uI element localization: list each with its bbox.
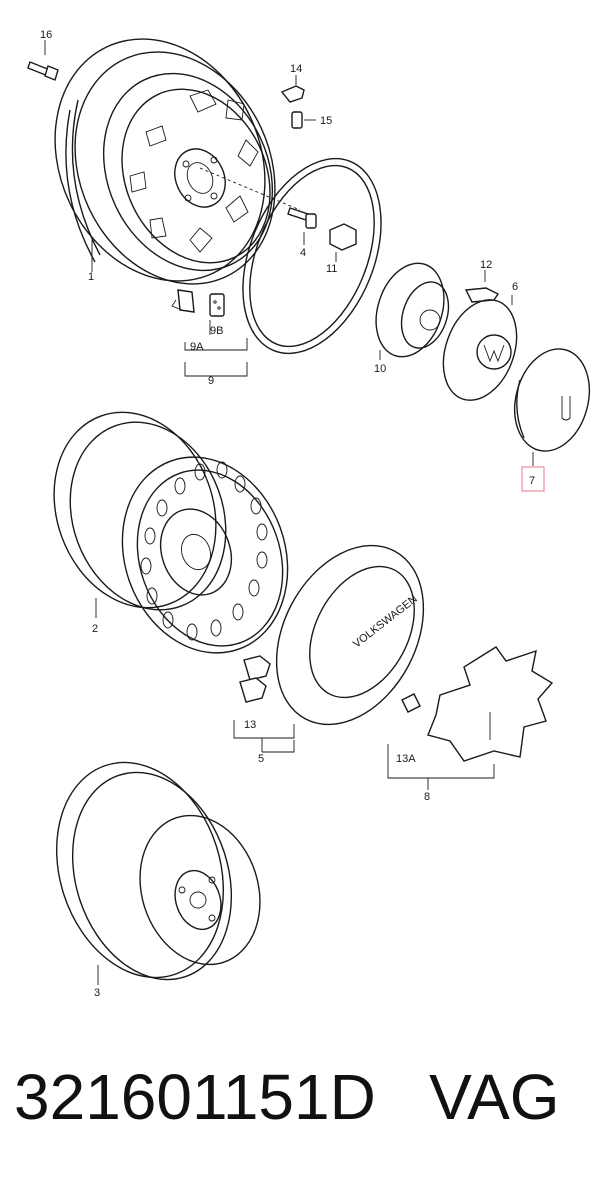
wheel-1 bbox=[54, 38, 301, 285]
callout-13: 13 bbox=[244, 719, 256, 731]
clip-13 bbox=[239, 655, 271, 703]
callout-14: 14 bbox=[290, 63, 302, 75]
callout-2: 2 bbox=[92, 623, 98, 635]
callout-13a: 13A bbox=[396, 753, 416, 765]
callout-7: 7 bbox=[529, 475, 535, 487]
trim-ring-9 bbox=[242, 157, 382, 355]
screw-15 bbox=[291, 111, 316, 129]
callout-7-highlight bbox=[521, 466, 545, 492]
bracket-9 bbox=[184, 320, 248, 377]
nut-11 bbox=[329, 223, 357, 262]
part-number-caption: 321601151D VAG bbox=[14, 1060, 594, 1134]
clip-14 bbox=[280, 75, 305, 103]
wheel-bolt-16 bbox=[27, 40, 59, 81]
wheel-2 bbox=[53, 411, 289, 654]
hub-cap-10 bbox=[375, 262, 450, 360]
callout-12: 12 bbox=[480, 259, 492, 271]
brand-name: VAG bbox=[429, 1061, 560, 1133]
callout-9b: 9B bbox=[210, 325, 223, 337]
clip-12 bbox=[464, 270, 500, 303]
callout-6: 6 bbox=[512, 281, 518, 293]
callout-16: 16 bbox=[40, 29, 52, 41]
callout-11: 11 bbox=[326, 263, 337, 275]
callout-5: 5 bbox=[258, 753, 264, 765]
clip-9a bbox=[171, 289, 195, 313]
wheel-parts-diagram: VOLKSWAGEN 16 14 15 4 11 1 bbox=[27, 29, 590, 999]
wheel-3 bbox=[55, 761, 261, 985]
center-cap-7 bbox=[514, 348, 590, 492]
bolt-4 bbox=[287, 207, 317, 245]
callout-1: 1 bbox=[88, 271, 94, 283]
hub-emblem-text: VOLKSWAGEN bbox=[351, 593, 420, 650]
callout-9a: 9A bbox=[190, 341, 204, 353]
bracket-5 bbox=[233, 720, 295, 753]
bracket-8 bbox=[387, 744, 495, 790]
callout-10: 10 bbox=[374, 363, 386, 375]
callout-15: 15 bbox=[320, 115, 332, 127]
hubcap-5: VOLKSWAGEN bbox=[275, 544, 425, 726]
callout-3: 3 bbox=[94, 987, 100, 999]
callout-9: 9 bbox=[208, 375, 214, 387]
emblem-cap-6 bbox=[442, 295, 518, 401]
callout-labels: 16 14 15 4 11 1 12 6 9B 9A 10 9 7 2 13 1… bbox=[40, 29, 535, 999]
part-number: 321601151D bbox=[14, 1061, 376, 1133]
center-cap-8 bbox=[401, 646, 554, 762]
clip-9b bbox=[209, 293, 225, 317]
callout-8: 8 bbox=[424, 791, 430, 803]
callout-4: 4 bbox=[300, 247, 306, 259]
